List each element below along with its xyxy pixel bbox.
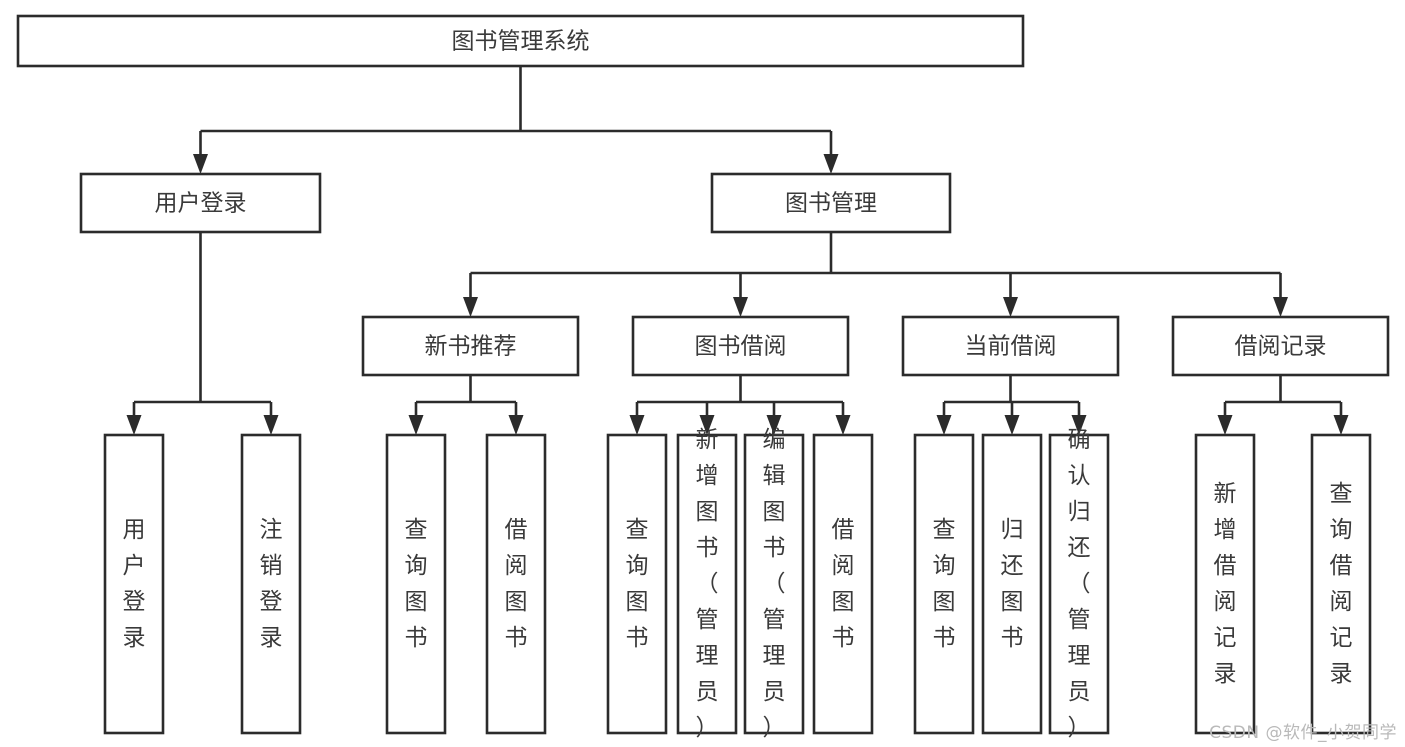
arrow-head-icon — [1333, 415, 1349, 435]
csdn-watermark: CSDN @软件_小贺同学 — [1209, 723, 1397, 743]
arrow-head-icon — [1217, 415, 1233, 435]
arrow-head-icon — [193, 154, 208, 174]
node-label-leaf_query_book_cur: 查询图书 — [933, 517, 956, 651]
node-label-leaf_confirm_return: 确认归还（管理员） — [1068, 427, 1091, 741]
arrow-head-icon — [1004, 415, 1020, 435]
node-l2_newbook[interactable]: 新书推荐 — [361, 315, 580, 377]
node-leaf_query_record[interactable]: 查询借阅记录 — [1310, 433, 1372, 735]
arrow-head-icon — [263, 415, 279, 435]
node-label-leaf_return_book: 归还图书 — [1001, 517, 1024, 651]
node-l2_current[interactable]: 当前借阅 — [901, 315, 1120, 377]
node-label-l1_login: 用户登录 — [155, 191, 247, 217]
node-label-leaf_query_book_borrow: 查询图书 — [626, 517, 649, 651]
node-layer: 图书管理系统用户登录图书管理新书推荐图书借阅当前借阅借阅记录用户登录注销登录查询… — [16, 14, 1390, 741]
node-l1_bookmgmt[interactable]: 图书管理 — [710, 172, 952, 234]
node-leaf_add_book[interactable]: 新增图书（管理员） — [676, 427, 738, 741]
node-label-leaf_borrow_book: 借阅图书 — [832, 517, 855, 651]
node-label-leaf_add_book: 新增图书（管理员） — [696, 427, 719, 741]
node-label-root: 图书管理系统 — [452, 29, 590, 55]
node-box-leaf_add_book[interactable] — [676, 433, 738, 735]
arrow-head-icon — [1273, 297, 1288, 317]
node-box-l2_newbook[interactable] — [361, 315, 580, 377]
node-box-l1_login[interactable] — [79, 172, 322, 234]
node-box-leaf_borrow_book_new[interactable] — [485, 433, 547, 735]
node-leaf_return_book[interactable]: 归还图书 — [981, 433, 1043, 735]
node-box-leaf_logout[interactable] — [240, 433, 302, 735]
node-box-leaf_confirm_return[interactable] — [1048, 433, 1110, 735]
node-label-leaf_logout: 注销登录 — [260, 517, 283, 651]
connector-layer — [126, 66, 1349, 435]
arrow-head-icon — [463, 297, 478, 317]
node-l1_login[interactable]: 用户登录 — [79, 172, 322, 234]
node-leaf_edit_book[interactable]: 编辑图书（管理员） — [743, 427, 805, 741]
arrow-head-icon — [508, 415, 524, 435]
node-box-leaf_borrow_book[interactable] — [812, 433, 874, 735]
node-box-l2_record[interactable] — [1171, 315, 1390, 377]
arrow-head-icon — [1071, 415, 1087, 435]
node-leaf_borrow_book[interactable]: 借阅图书 — [812, 433, 874, 735]
node-label-l2_record: 借阅记录 — [1235, 334, 1327, 360]
arrow-head-icon — [823, 154, 839, 174]
node-label-leaf_user_login: 用户登录 — [123, 517, 146, 651]
node-l2_borrow[interactable]: 图书借阅 — [631, 315, 850, 377]
node-box-leaf_edit_book[interactable] — [743, 433, 805, 735]
node-leaf_borrow_book_new[interactable]: 借阅图书 — [485, 433, 547, 735]
arrow-head-icon — [629, 415, 645, 435]
node-label-l2_current: 当前借阅 — [965, 334, 1057, 360]
node-label-leaf_query_record: 查询借阅记录 — [1330, 481, 1353, 687]
arrow-head-icon — [699, 415, 715, 435]
node-label-l2_borrow: 图书借阅 — [695, 334, 787, 360]
node-label-l2_newbook: 新书推荐 — [425, 334, 517, 360]
node-box-l1_bookmgmt[interactable] — [710, 172, 952, 234]
node-leaf_query_book_borrow[interactable]: 查询图书 — [606, 433, 668, 735]
node-box-l2_borrow[interactable] — [631, 315, 850, 377]
node-l2_record[interactable]: 借阅记录 — [1171, 315, 1390, 377]
node-box-leaf_query_book_borrow[interactable] — [606, 433, 668, 735]
node-label-leaf_borrow_book_new: 借阅图书 — [505, 517, 528, 651]
node-label-leaf_add_record: 新增借阅记录 — [1214, 481, 1237, 687]
node-box-l2_current[interactable] — [901, 315, 1120, 377]
arrow-head-icon — [126, 415, 142, 435]
node-label-leaf_edit_book: 编辑图书（管理员） — [763, 427, 786, 741]
node-box-leaf_add_record[interactable] — [1194, 433, 1256, 735]
node-box-leaf_return_book[interactable] — [981, 433, 1043, 735]
node-leaf_logout[interactable]: 注销登录 — [240, 433, 302, 735]
node-box-root[interactable] — [16, 14, 1025, 68]
arrow-head-icon — [1003, 297, 1018, 317]
arrow-head-icon — [408, 415, 424, 435]
arrow-head-icon — [835, 415, 851, 435]
arrow-head-icon — [936, 415, 952, 435]
node-label-leaf_query_book_new: 查询图书 — [405, 517, 428, 651]
node-leaf_query_book_new[interactable]: 查询图书 — [385, 433, 447, 735]
node-leaf_add_record[interactable]: 新增借阅记录 — [1194, 433, 1256, 735]
node-box-leaf_user_login[interactable] — [103, 433, 165, 735]
node-leaf_query_book_cur[interactable]: 查询图书 — [913, 433, 975, 735]
node-root[interactable]: 图书管理系统 — [16, 14, 1025, 68]
node-label-l1_bookmgmt: 图书管理 — [785, 191, 877, 217]
node-leaf_confirm_return[interactable]: 确认归还（管理员） — [1048, 427, 1110, 741]
node-leaf_user_login[interactable]: 用户登录 — [103, 433, 165, 735]
node-box-leaf_query_record[interactable] — [1310, 433, 1372, 735]
arrow-head-icon — [766, 415, 782, 435]
node-box-leaf_query_book_new[interactable] — [385, 433, 447, 735]
node-box-leaf_query_book_cur[interactable] — [913, 433, 975, 735]
arrow-head-icon — [733, 297, 748, 317]
